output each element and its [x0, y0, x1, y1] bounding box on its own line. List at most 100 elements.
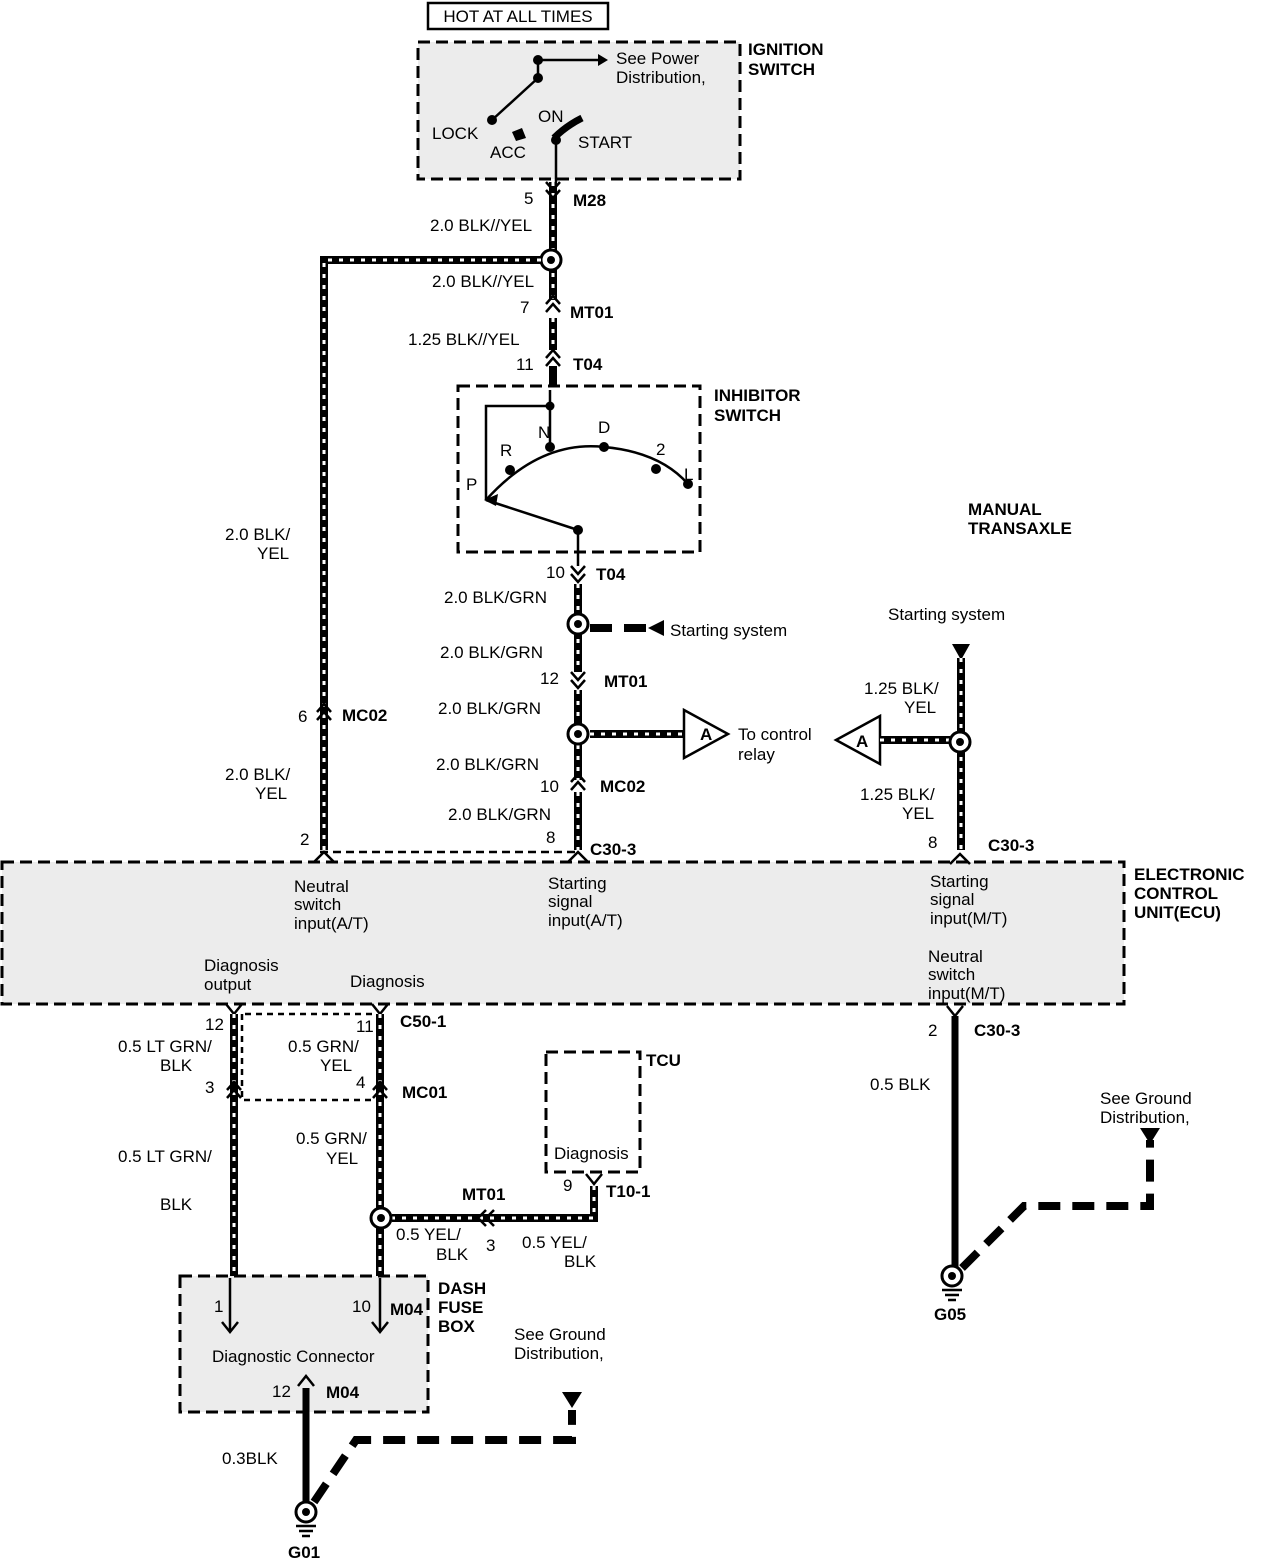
acc-label: ACC [490, 143, 526, 162]
t101-pin: 9 [563, 1176, 572, 1195]
diagnostic-connector-label: Diagnostic Connector [212, 1347, 375, 1366]
gear-2: 2 [656, 440, 665, 459]
start-label: START [578, 133, 632, 152]
mt01-low-connector: MT01 [462, 1185, 505, 1204]
on-label: ON [538, 107, 564, 126]
c303-mt-connector: C30-3 [988, 836, 1034, 855]
wire-label-blk-yel-2: 2.0 BLK//YEL [432, 272, 534, 291]
inhibitor-title: INHIBITOR [714, 386, 801, 405]
left-wire-label-b2: YEL [255, 784, 287, 803]
relay-a-triangle-left [682, 707, 731, 761]
control-relay-label-2: relay [738, 745, 775, 764]
manual-transaxle-title: MANUAL [968, 500, 1042, 519]
mt01-top-pin: 7 [520, 298, 529, 317]
mt-wire-label-b2: YEL [902, 804, 934, 823]
left-wire-label-a: 2.0 BLK/ [225, 525, 290, 544]
hot-at-all-times-label: HOT AT ALL TIMES [443, 7, 592, 26]
left-c-pin: 2 [300, 830, 309, 849]
see-ground-label-2: Distribution, [1100, 1108, 1190, 1127]
ecu-title-3: UNIT(ECU) [1134, 903, 1221, 922]
gear-r: R [500, 441, 512, 460]
ecu-start-at-3: input(A/T) [548, 911, 623, 930]
see-ground-label: See Ground [1100, 1089, 1192, 1108]
ecu-neutral-mt-2: switch [928, 965, 975, 984]
grn-wire-label-a: 0.5 GRN/ [288, 1037, 359, 1056]
t04-bot-pin: 10 [546, 563, 565, 582]
gear-n: N [538, 423, 550, 442]
mc01-pin-4: 4 [356, 1073, 365, 1092]
wire-label-blk-yel-3: 1.25 BLK//YEL [408, 330, 520, 349]
mc02-left-pin: 6 [298, 707, 307, 726]
mc01-pin-3: 3 [205, 1078, 214, 1097]
grn-wire-label-b: 0.5 GRN/ [296, 1129, 367, 1148]
mc02-mid-connector: MC02 [600, 777, 645, 796]
wire-label-blk-yel-1: 2.0 BLK//YEL [430, 216, 532, 235]
t04-bot-connector: T04 [596, 565, 626, 584]
ecu-box [0, 860, 1126, 1006]
mt-wire-label-b: 1.25 BLK/ [860, 785, 935, 804]
ground-g01: G01 [288, 1543, 320, 1562]
gear-l: L [684, 465, 693, 484]
ecu-diag-out: Diagnosis [204, 956, 279, 975]
m04-pin-12: 12 [272, 1382, 291, 1401]
ecu-neutral-at-3: input(A/T) [294, 914, 369, 933]
ecu-neutral-at-2: switch [294, 895, 341, 914]
t04-top-pin: 11 [516, 355, 534, 374]
wire-label-blk-grn-2: 2.0 BLK/GRN [440, 643, 543, 662]
power-arrow-head [598, 54, 608, 66]
ground-g05: G05 [934, 1305, 966, 1324]
t101-connector: T10-1 [606, 1182, 650, 1201]
gear-d: D [598, 418, 610, 437]
ecu-title: ELECTRONIC [1134, 865, 1245, 884]
ltgrn-wire-label-b: 0.5 LT GRN/ [118, 1147, 212, 1166]
wire-label-blk-grn-3: 2.0 BLK/GRN [438, 699, 541, 718]
relay-a-right: A [856, 732, 868, 751]
c303-mt-pin: 8 [928, 833, 937, 852]
m28-pin: 5 [524, 189, 533, 208]
see-power-label-2: Distribution, [616, 68, 706, 87]
relay-a-left: A [700, 725, 712, 744]
ecu-start-mt-2: signal [930, 890, 974, 909]
ecu-start-at: Starting [548, 874, 607, 893]
c303-a-connector: C30-3 [590, 840, 636, 859]
tcu-title: TCU [646, 1051, 681, 1070]
left-wire-label-b: 2.0 BLK/ [225, 765, 290, 784]
mc02-mid-pin: 10 [540, 777, 559, 796]
starting-system-label-2: Starting system [888, 605, 1005, 624]
ecu-diag-out-2: output [204, 975, 252, 994]
ignition-switch-title: IGNITION [748, 40, 824, 59]
blk03-wire-label: 0.3BLK [222, 1449, 278, 1468]
ignition-switch-box [416, 40, 742, 181]
mt01-top-connector: MT01 [570, 303, 613, 322]
c501-pin-12: 12 [205, 1015, 224, 1034]
dash-fuse-box-title-2: FUSE [438, 1298, 483, 1317]
wire-label-blk-grn-5: 2.0 BLK/GRN [448, 805, 551, 824]
ecu-start-at-2: signal [548, 892, 592, 911]
yel-wire-label-b: 0.5 YEL/ [522, 1233, 587, 1252]
mc02-left-connector: MC02 [342, 706, 387, 725]
ecu-title-2: CONTROL [1134, 884, 1218, 903]
yel-wire-label-a2: BLK [436, 1245, 469, 1264]
wire-label-blk-grn-1: 2.0 BLK/GRN [444, 588, 547, 607]
starting-system-label: Starting system [670, 621, 787, 640]
ecu-start-mt-3: input(M/T) [930, 909, 1007, 928]
dash-fuse-box-title-3: BOX [438, 1317, 476, 1336]
m04-connector-a: M04 [390, 1300, 424, 1319]
control-relay-label: To control [738, 725, 812, 744]
m04-pin-1: 1 [214, 1297, 223, 1316]
ignition-switch-blade [491, 77, 539, 121]
blk05-wire-label: 0.5 BLK [870, 1075, 931, 1094]
ignition-switch-title-2: SWITCH [748, 60, 815, 79]
ecu-neutral-mt: Neutral [928, 947, 983, 966]
see-power-label: See Power [616, 49, 699, 68]
grn-wire-label-a2: YEL [320, 1056, 352, 1075]
ltgrn-wire-label-a: 0.5 LT GRN/ [118, 1037, 212, 1056]
left-wire-label-a2: YEL [257, 544, 289, 563]
mt01-low-pin: 3 [486, 1236, 495, 1255]
mt-wire-label-a: 1.25 BLK/ [864, 679, 939, 698]
m04-pin-10: 10 [352, 1297, 371, 1316]
ecu-start-mt: Starting [930, 872, 989, 891]
tcu-box [544, 1050, 642, 1174]
ltgrn-wire-label-b2: BLK [160, 1195, 193, 1214]
c501-pin-11: 11 [356, 1017, 374, 1036]
